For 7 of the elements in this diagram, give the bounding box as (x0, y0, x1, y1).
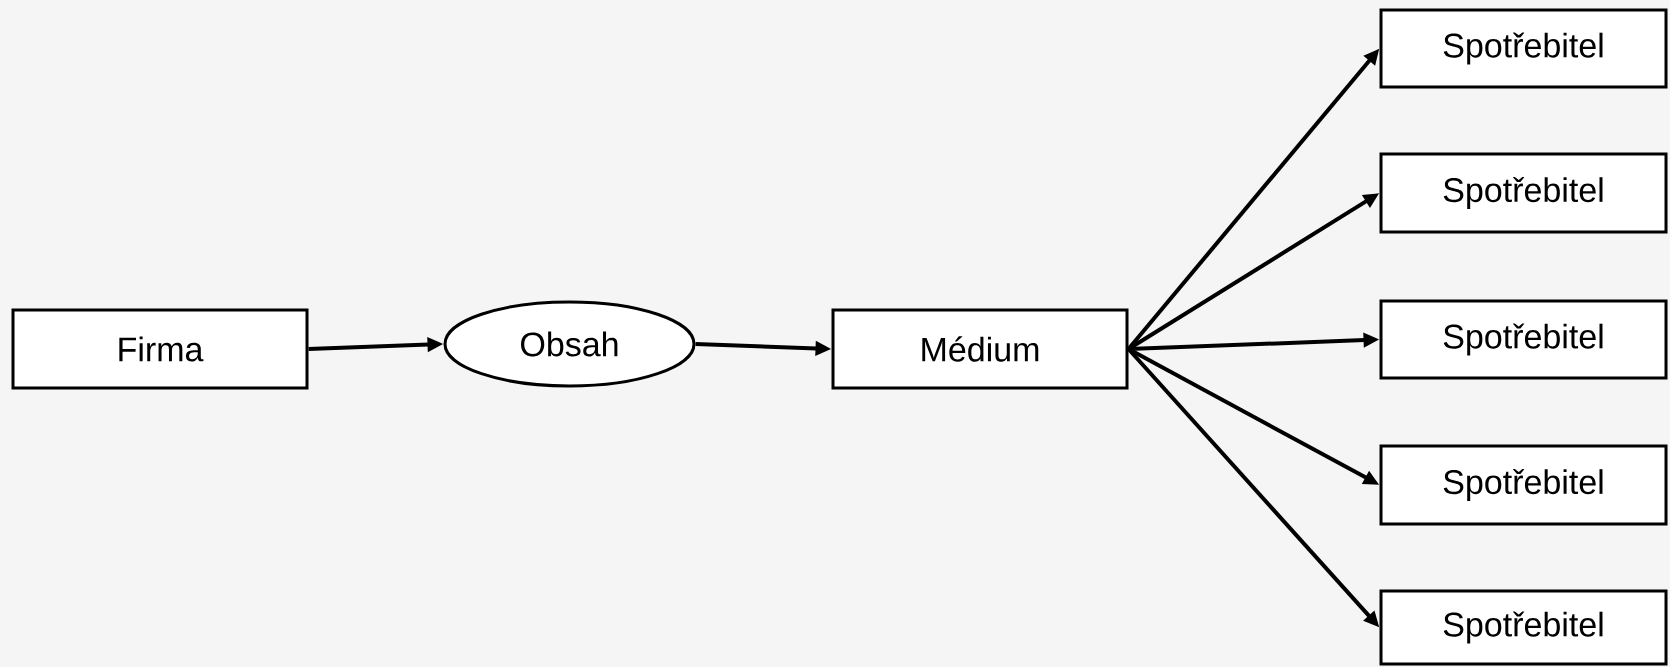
process-box: Médium (831, 308, 1129, 390)
process-box: Spotřebitel (1379, 444, 1668, 526)
process-box: Spotřebitel (1379, 8, 1668, 89)
process-box: Spotřebitel (1379, 589, 1668, 666)
process-box: Spotřebitel (1379, 152, 1668, 234)
process-box: Spotřebitel (1379, 299, 1668, 380)
process-box: Firma (11, 308, 309, 390)
